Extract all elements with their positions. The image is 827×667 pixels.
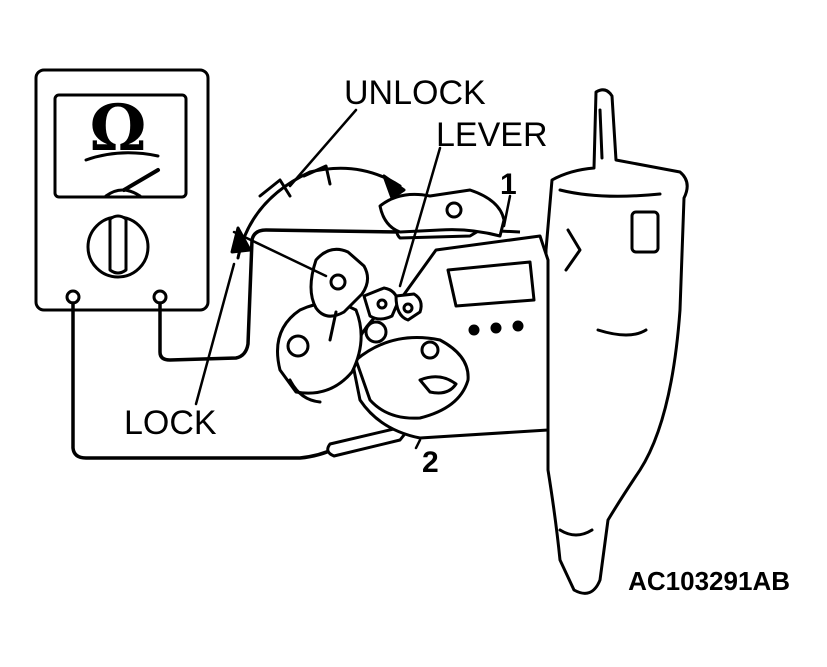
figure-code: AC103291AB xyxy=(628,566,790,596)
lever-motion-arrow xyxy=(230,164,406,260)
label-lever: LEVER xyxy=(436,116,548,154)
label-terminal-2: 2 xyxy=(422,446,439,479)
lead-to-terminal-1 xyxy=(158,228,402,362)
leader-1 xyxy=(502,194,512,228)
label-unlock: UNLOCK xyxy=(344,74,486,112)
ohm-symbol: Ω xyxy=(90,91,147,166)
meter-terminal-left xyxy=(65,289,81,305)
leader-lines xyxy=(194,108,512,450)
leader-2 xyxy=(414,438,422,450)
leader-lever xyxy=(398,146,442,288)
spring-rod xyxy=(378,188,506,238)
latch-housing xyxy=(544,88,689,595)
selector-knob xyxy=(86,214,150,279)
leader-lever-pointer xyxy=(232,230,328,278)
leader-unlock xyxy=(288,108,358,188)
label-lock: LOCK xyxy=(124,404,217,442)
door-lock-assembly xyxy=(276,88,689,595)
ohmmeter xyxy=(34,68,210,312)
label-terminal-1: 1 xyxy=(500,168,517,201)
lead-to-terminal-2 xyxy=(71,301,338,460)
leader-lock xyxy=(194,262,236,406)
arrowhead-unlock xyxy=(382,174,406,200)
meter-terminal-right xyxy=(152,289,168,305)
test-leads xyxy=(71,228,402,460)
sector-gear xyxy=(276,301,363,395)
